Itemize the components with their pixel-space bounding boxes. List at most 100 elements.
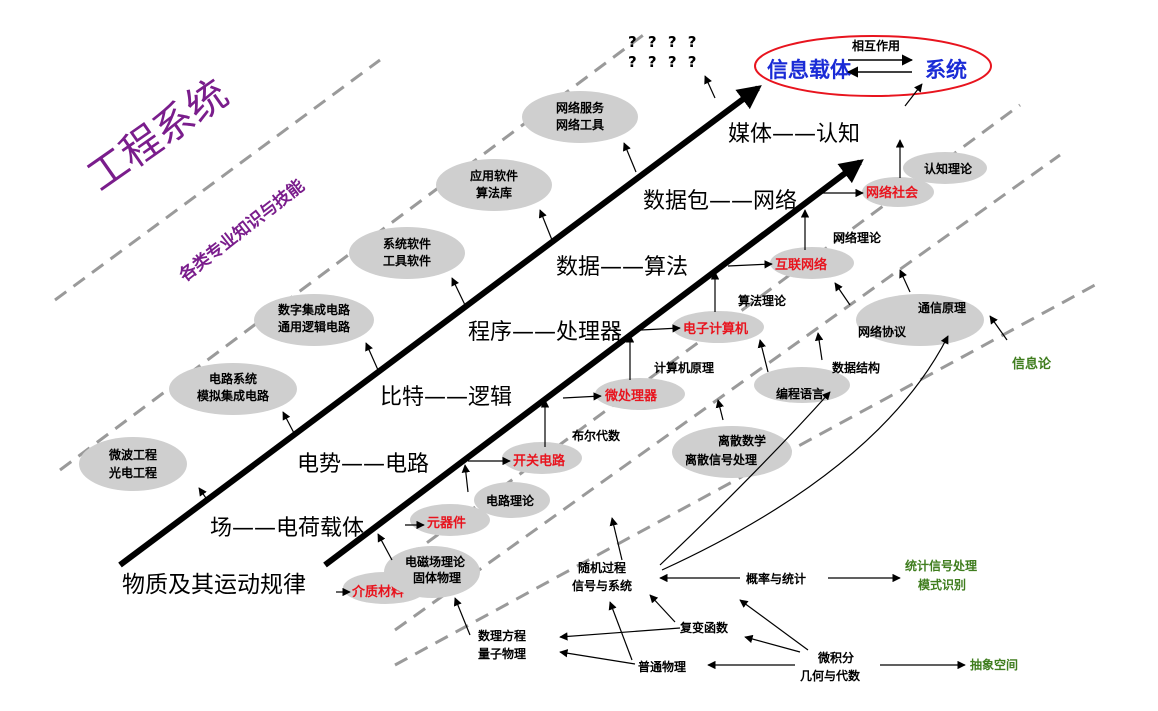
network-tool-label: 网络工具 [556, 117, 604, 132]
quantum-physics: 量子物理 [478, 646, 526, 661]
pair-matter: 物质及其运动规律 [122, 572, 306, 598]
arrow-rp-up [609, 517, 623, 561]
side-title: 工程系统 [79, 71, 236, 200]
ellipse-comm [856, 294, 984, 346]
electronic-computer: 电子计算机 [683, 321, 748, 337]
pair-data: 数据——算法 [556, 255, 688, 280]
arrow-network-service [623, 142, 637, 173]
arrow-discrete [715, 399, 724, 421]
solid-physics: 固体物理 [413, 570, 461, 585]
ellipse-internet [770, 247, 854, 279]
arrow-system-software [451, 277, 466, 306]
arrow-to-computer [640, 324, 681, 333]
boolean-algebra: 布尔代数 [572, 428, 621, 443]
arrow-calc-to-complex [744, 634, 801, 653]
pattern-recognition: 模式识别 [918, 577, 966, 592]
skill-ellipses: 微波工程 光电工程 电路系统 模拟集成电路 数字集成电路 通用逻辑电路 系统软件… [79, 91, 638, 502]
algorithm-lib-label: 算法库 [476, 185, 512, 200]
pair-field: 场——电荷载体 [210, 516, 364, 541]
ellipse-network-society [862, 177, 934, 207]
ellipse-switch-circuit [502, 442, 582, 474]
ellipse-components [410, 504, 490, 536]
arrow-complex-to-equation [559, 627, 681, 641]
cognitive-theory: 认知理论 [924, 161, 973, 176]
arrow-data-structure [814, 332, 824, 361]
question-marks-1: ? ? ? ? [628, 33, 699, 51]
app-software-label: 应用软件 [470, 168, 518, 183]
general-physics: 普通物理 [638, 659, 686, 674]
analog-ic-label: 模拟集成电路 [197, 388, 270, 403]
microwave-label: 微波工程 [108, 447, 157, 462]
geometry-algebra: 几何与代数 [800, 668, 861, 683]
prob-stat: 概率与统计 [746, 571, 806, 586]
interaction-label: 相互作用 [852, 38, 900, 53]
network-theory: 网络理论 [833, 230, 882, 245]
ellipse-circuit-theory [474, 482, 550, 518]
data-structure: 数据结构 [832, 360, 880, 375]
arrow-to-question [704, 75, 716, 99]
random-process: 随机过程 [578, 560, 626, 575]
dielectric-material: 介质材料 [351, 584, 404, 600]
info-carrier: 信息载体 [767, 58, 852, 82]
ellipse-network-service [522, 91, 638, 143]
arrow-complex-to-signal [649, 594, 676, 623]
arrow-circuit-theory [461, 464, 471, 493]
theory-nodes: 电磁场理论 固体物理 电路理论 布尔代数 计算机原理 算法理论 网络理论 认知理… [377, 139, 1008, 598]
arrow-physics-to-rp [608, 601, 633, 661]
programming-language: 编程语言 [775, 386, 824, 401]
computer-principle: 计算机原理 [654, 360, 714, 375]
math-equation: 数理方程 [478, 628, 526, 643]
pair-potential: 电势——电路 [297, 452, 429, 477]
arrow-calc-to-prob [739, 599, 809, 651]
arrow-digital-ic [365, 342, 379, 371]
ellipse-cognitive [903, 152, 987, 184]
algorithm-theory: 算法理论 [738, 293, 787, 308]
arrow-em-to-components [377, 533, 393, 561]
goal-ellipse [754, 35, 992, 97]
system-software-label: 系统软件 [383, 236, 431, 251]
ellipse-microprocessor [595, 378, 685, 410]
arrow-to-system [904, 83, 923, 107]
side-subtitle: 各类专业知识与技能 [174, 175, 308, 286]
arrow-protocol [834, 282, 851, 306]
info-theory-label: 信息论 [1012, 356, 1052, 372]
microprocessor: 微处理器 [604, 388, 658, 404]
arrow-app-software [538, 209, 553, 241]
ellipse-digital-ic [254, 294, 374, 346]
circuit-theory: 电路理论 [486, 493, 535, 508]
pair-media: 媒体——认知 [728, 122, 860, 147]
arrow-comm [899, 269, 911, 293]
arrow-info-theory [989, 315, 1008, 341]
components: 元器件 [427, 515, 466, 531]
network-service-label: 网络服务 [556, 100, 605, 115]
math-foundations: 随机过程 信号与系统 概率与统计 统计信号处理 模式识别 复变函数 数理方程 量… [453, 335, 1018, 683]
switch-circuit: 开关电路 [513, 453, 566, 469]
abstract-space: 抽象空间 [970, 657, 1018, 672]
optoelectronic-label: 光电工程 [108, 465, 157, 480]
complex-function: 复变函数 [679, 620, 729, 635]
network-society: 网络社会 [866, 185, 919, 201]
discrete-signal: 离散信号处理 [685, 452, 757, 467]
circuit-system-label: 电路系统 [209, 371, 257, 386]
arrow-circuit-system [282, 411, 296, 436]
arrow-microwave [198, 487, 209, 502]
pair-bit: 比特——逻辑 [380, 385, 512, 410]
arrow-programming [757, 339, 769, 373]
pair-packet: 数据包——网络 [643, 189, 797, 214]
stat-signal: 统计信号处理 [905, 558, 977, 573]
calculus: 微积分 [817, 650, 854, 665]
arrow-physics-to-quantum [559, 649, 636, 665]
ellipse-circuit-system [169, 363, 297, 415]
ellipse-em-theory [384, 546, 480, 598]
internet: 互联网络 [775, 257, 827, 273]
pair-program: 程序——处理器 [468, 320, 622, 345]
ellipse-app-software [436, 159, 552, 211]
arrow-to-internet [727, 260, 773, 269]
signal-system: 信号与系统 [572, 578, 632, 593]
em-field-theory: 电磁场理论 [405, 554, 466, 569]
digital-ic-label: 数字集成电路 [278, 302, 351, 317]
arrow-equation-to-em [453, 597, 471, 636]
ellipse-computer [672, 311, 764, 343]
